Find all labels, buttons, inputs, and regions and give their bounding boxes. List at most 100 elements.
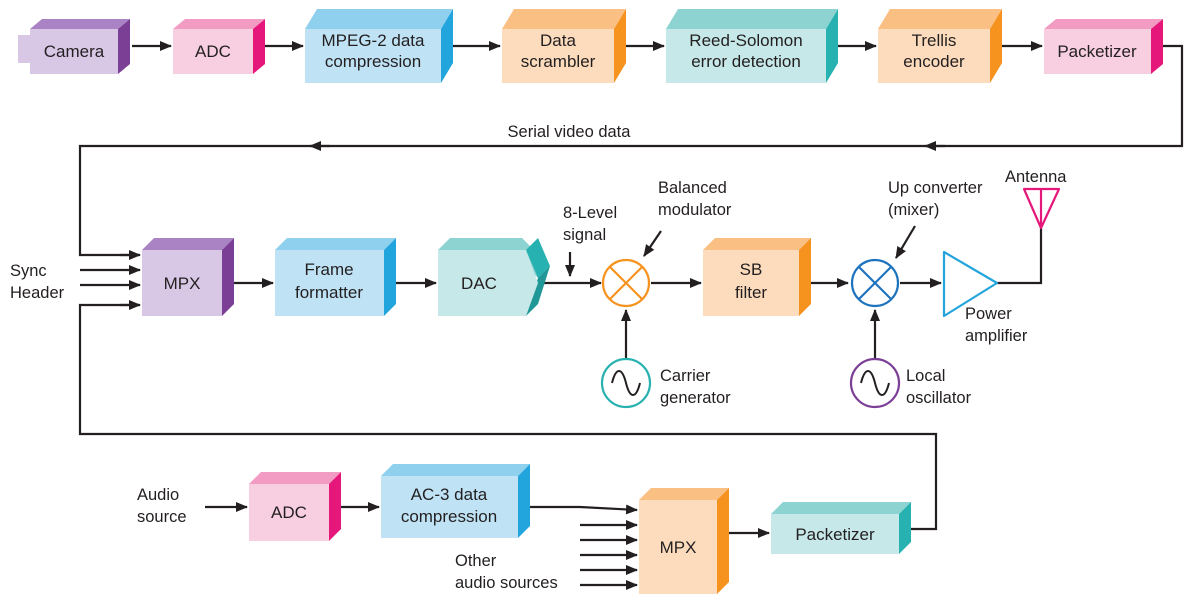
dac-face xyxy=(438,250,538,316)
adc2-side xyxy=(329,472,341,541)
packetizer2-label: Packetizer xyxy=(795,525,875,544)
reed-side xyxy=(826,9,838,83)
packetizer2-face xyxy=(771,514,899,554)
sbfilter-top xyxy=(703,238,811,250)
packetizer1-face xyxy=(1044,29,1151,74)
reed-solomon-block: Reed-Solomon error detection xyxy=(666,9,838,83)
dac-side xyxy=(526,238,550,278)
mpx1-block: MPX xyxy=(142,238,234,316)
dac-top xyxy=(438,238,550,278)
dac-block: DAC xyxy=(438,238,550,316)
camera-label: Camera xyxy=(44,42,105,61)
adc1-label: ADC xyxy=(195,42,231,61)
frame-face xyxy=(275,250,384,316)
packetizer1-side xyxy=(1151,19,1163,74)
multiplier-cross-icon xyxy=(858,266,892,300)
dac-label: DAC xyxy=(461,274,497,293)
reed-face xyxy=(666,29,826,83)
mpx1-label: MPX xyxy=(164,274,201,293)
adc1-face xyxy=(173,29,253,74)
header-label: Header xyxy=(10,284,65,302)
sbfilter-label-line1: SB xyxy=(740,260,763,279)
trellis-label-line1: Trellis xyxy=(912,31,957,50)
sine-wave-icon xyxy=(860,370,890,396)
mpx2-label: MPX xyxy=(660,538,697,557)
carrier-generator xyxy=(600,357,652,409)
upconv-pointer xyxy=(895,225,916,259)
packetizer2-top xyxy=(771,502,911,514)
ac3-label-line2: compression xyxy=(401,507,497,526)
sync-label: Sync xyxy=(10,262,47,280)
scrambler-label-line1: Data xyxy=(540,31,576,50)
level-label-line2: signal xyxy=(563,226,606,244)
frame-label-line1: Frame xyxy=(304,260,353,279)
serial-video-wire xyxy=(78,44,1184,257)
scrambler-top xyxy=(502,9,626,29)
upconv-label-line2: (mixer) xyxy=(888,201,939,219)
mpeg2-side xyxy=(441,9,453,83)
mpx1-face xyxy=(142,250,222,316)
mpeg2-label-line1: MPEG-2 data xyxy=(322,31,426,50)
trellis-top xyxy=(878,9,1002,29)
packetizer1-block: Packetizer xyxy=(1044,19,1163,74)
adc1-block: ADC xyxy=(173,19,265,74)
balanced-label-line2: modulator xyxy=(658,201,732,219)
scrambler-block: Data scrambler xyxy=(502,9,626,83)
packetizer2-side xyxy=(899,502,911,554)
audio-label-line2: source xyxy=(137,508,187,526)
mpeg2-label-line2: compression xyxy=(325,52,421,71)
scrambler-label-line2: scrambler xyxy=(521,52,596,71)
upconv-label-line1: Up converter xyxy=(888,179,983,197)
up-converter-mixer xyxy=(850,258,900,308)
camera-top xyxy=(30,19,130,29)
trellis-label-line2: encoder xyxy=(903,52,965,71)
balanced-pointer xyxy=(643,230,662,257)
power-label-line2: amplifier xyxy=(965,327,1028,345)
sbfilter-label-line2: filter xyxy=(735,283,767,302)
trellis-side xyxy=(990,9,1002,83)
sb-filter-block: SB filter xyxy=(703,238,811,316)
reed-label-line1: Reed-Solomon xyxy=(689,31,802,50)
camera-side xyxy=(118,19,130,74)
local-oscillator xyxy=(849,357,901,409)
frame-side xyxy=(384,238,396,316)
other-label-line2: audio sources xyxy=(455,574,558,592)
antenna-label: Antenna xyxy=(1005,168,1067,186)
scrambler-face xyxy=(502,29,614,83)
trellis-face xyxy=(878,29,990,83)
mpx1-top xyxy=(142,238,234,250)
mpeg2-face xyxy=(305,29,441,83)
frame-label-line2: formatter xyxy=(295,283,363,302)
antenna-icon xyxy=(1022,187,1061,230)
ac3-block: AC-3 data compression xyxy=(381,464,530,538)
local-label-line2: oscillator xyxy=(906,389,972,407)
ac3-face xyxy=(381,476,518,538)
adc2-top xyxy=(249,472,341,484)
packetizer1-top xyxy=(1044,19,1163,29)
multiplier-cross-icon xyxy=(609,266,643,300)
frame-top xyxy=(275,238,396,250)
adc2-label: ADC xyxy=(271,503,307,522)
adc1-top xyxy=(173,19,265,29)
amplifier-triangle-icon xyxy=(942,250,999,318)
carrier-label-line1: Carrier xyxy=(660,367,711,385)
other-label-line1: Other xyxy=(455,552,497,570)
packetizer1-label: Packetizer xyxy=(1057,42,1137,61)
mpx2-face xyxy=(639,500,717,594)
serial-video-label: Serial video data xyxy=(508,123,632,141)
signal-wires xyxy=(78,41,1184,590)
ac3-side xyxy=(518,464,530,538)
balanced-label-line1: Balanced xyxy=(658,179,727,197)
frame-formatter-block: Frame formatter xyxy=(275,238,396,316)
ac3-label-line1: AC-3 data xyxy=(411,485,488,504)
audio-label-line1: Audio xyxy=(137,486,179,504)
packetizer2-block: Packetizer xyxy=(771,502,911,554)
camera-block: Camera xyxy=(18,19,130,74)
mpeg2-block: MPEG-2 data compression xyxy=(305,9,453,83)
dac-side-lower xyxy=(526,266,550,316)
adc2-face xyxy=(249,484,329,541)
sbfilter-side xyxy=(799,238,811,316)
adc2-block: ADC xyxy=(249,472,341,541)
ac3-top xyxy=(381,464,530,476)
